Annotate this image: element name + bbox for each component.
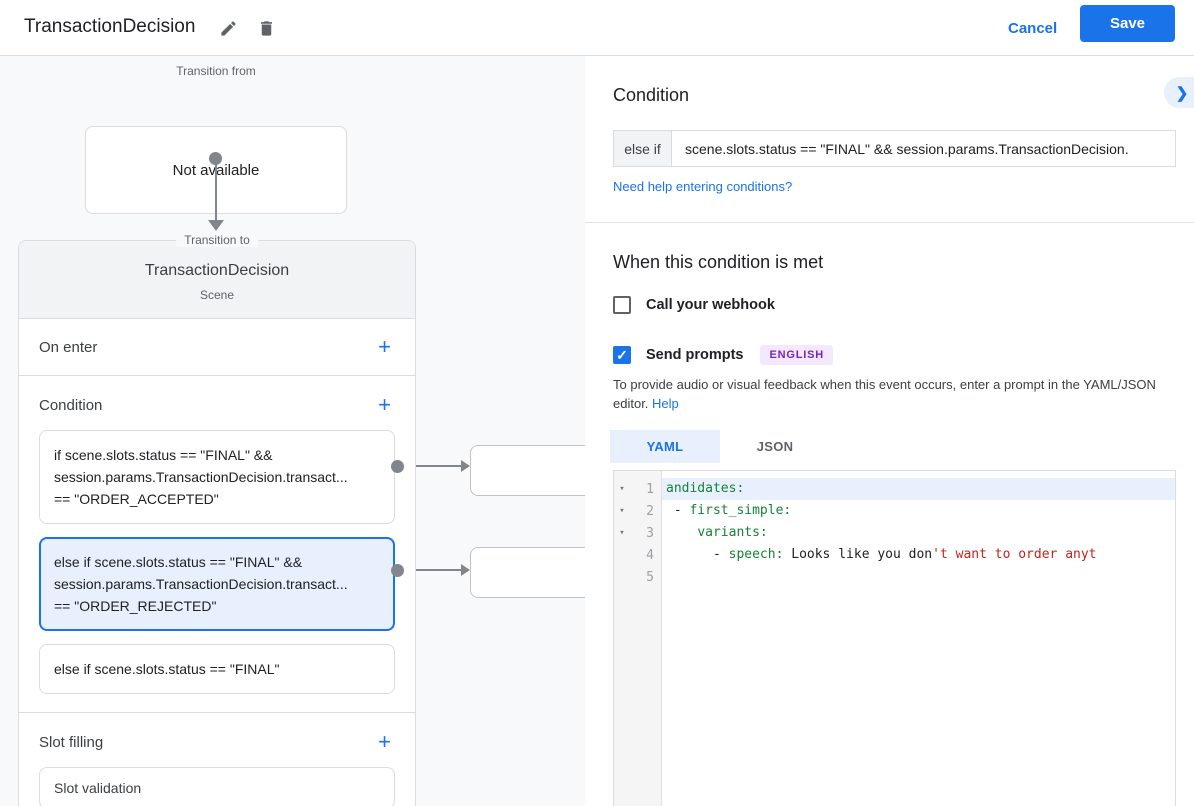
condition-line: == "ORDER_ACCEPTED": [54, 491, 219, 507]
slot-card-label: Slot validation: [54, 780, 142, 796]
scene-node-header[interactable]: TransactionDecision Scene: [19, 241, 415, 319]
send-prompts-checkbox[interactable]: ✓: [613, 346, 631, 364]
top-bar: TransactionDecision Cancel Save: [0, 0, 1194, 56]
panel-title: Condition: [613, 85, 690, 105]
condition-card-accepted[interactable]: if scene.slots.status == "FINAL" && sess…: [39, 430, 395, 524]
line-number: 4: [646, 547, 654, 563]
line-number: 3: [646, 525, 654, 541]
condition-card-final[interactable]: else if scene.slots.status == "FINAL": [39, 644, 395, 694]
edit-title-button[interactable]: [214, 14, 242, 42]
scene-node: TransactionDecision Scene On enter + Con…: [18, 240, 416, 806]
language-badge: ENGLISH: [760, 345, 833, 365]
editor-gutter: ▾ 1 ▾ 2 ▾ 3 4 5: [614, 471, 662, 806]
condition-prefix-label: else if: [613, 130, 672, 167]
add-on-enter-button[interactable]: +: [374, 334, 395, 360]
fold-arrow-icon[interactable]: ▾: [619, 484, 625, 494]
code-line-3: variants:: [662, 522, 1175, 544]
transition-to-label: Transition to: [176, 233, 258, 247]
diagram-canvas: Not available Transition from Transactio…: [0, 56, 600, 806]
webhook-checkbox[interactable]: [613, 296, 631, 314]
condition1-out-dot: [391, 460, 404, 473]
code-token: -: [666, 503, 690, 518]
transition-from-label: Transition from: [168, 64, 264, 78]
condition-expression-input[interactable]: [672, 130, 1176, 167]
send-prompts-row: ✓ Send prompts ENGLISH: [613, 345, 833, 365]
condition-title: Condition: [39, 396, 103, 414]
prompt-description-text: To provide audio or visual feedback when…: [613, 377, 1156, 411]
when-met-title: When this condition is met: [613, 252, 824, 272]
arrow-right-icon: [461, 564, 470, 576]
trash-icon: [260, 20, 272, 36]
fold-arrow-icon[interactable]: ▾: [619, 528, 625, 538]
arrow-down-icon: [208, 220, 224, 231]
slot-filling-section: Slot filling + Slot validation: [19, 713, 415, 806]
condition-line: session.params.TransactionDecision.trans…: [54, 576, 348, 592]
transition-target-node-1[interactable]: [470, 445, 600, 496]
code-line-5: [662, 566, 1175, 588]
send-prompts-label[interactable]: Send prompts: [646, 347, 744, 363]
scene-type: Scene: [199, 288, 235, 302]
yaml-code-editor[interactable]: ▾ 1 ▾ 2 ▾ 3 4 5: [613, 470, 1176, 806]
condition2-connector: [402, 569, 462, 571]
save-button[interactable]: Save: [1080, 5, 1175, 42]
on-enter-section: On enter +: [19, 319, 415, 376]
code-token: 't want to order anyt: [932, 547, 1097, 562]
slot-filling-title: Slot filling: [39, 733, 104, 751]
condition-line: else if scene.slots.status == "FINAL" &&: [54, 554, 303, 570]
add-slot-button[interactable]: +: [374, 729, 395, 755]
condition-input-group: else if: [613, 130, 1176, 167]
fold-arrow-icon[interactable]: ▾: [619, 506, 625, 516]
tab-yaml[interactable]: YAML: [610, 430, 720, 463]
line-number: 2: [646, 503, 654, 519]
transition-target-node-2[interactable]: [470, 547, 600, 598]
condition-detail-panel: Condition ❯ else if Need help entering c…: [585, 56, 1194, 806]
code-token: [666, 525, 697, 540]
code-token: -: [666, 547, 729, 562]
condition2-out-dot: [391, 564, 404, 577]
line-number: 5: [646, 569, 654, 585]
code-line-1: andidates:: [662, 478, 1175, 500]
condition-card-rejected-selected[interactable]: else if scene.slots.status == "FINAL" &&…: [39, 537, 395, 631]
slot-validation-card[interactable]: Slot validation: [39, 767, 395, 806]
chevron-right-icon[interactable]: ❯: [1164, 77, 1194, 108]
code-line-2: - first_simple:: [662, 500, 1175, 522]
condition-line: session.params.TransactionDecision.trans…: [54, 469, 348, 485]
webhook-row: Call your webhook: [613, 296, 775, 314]
cancel-button[interactable]: Cancel: [996, 10, 1069, 46]
conditions-help-link[interactable]: Need help entering conditions?: [613, 179, 793, 194]
on-enter-title: On enter: [39, 338, 98, 356]
prompt-help-link[interactable]: Help: [652, 396, 679, 411]
line-number: 1: [646, 481, 654, 497]
add-condition-button[interactable]: +: [374, 392, 395, 418]
webhook-label[interactable]: Call your webhook: [646, 297, 775, 313]
condition-section: Condition + if scene.slots.status == "FI…: [19, 376, 415, 713]
connector-dot: [209, 152, 222, 165]
code-token: speech:: [728, 547, 784, 562]
editor-code-area[interactable]: andidates: - first_simple: variants: - s…: [662, 471, 1175, 806]
condition-line: if scene.slots.status == "FINAL" &&: [54, 447, 273, 463]
condition-line: == "ORDER_REJECTED": [54, 598, 217, 614]
code-token: variants:: [697, 525, 768, 540]
condition-line: else if scene.slots.status == "FINAL": [54, 661, 280, 677]
condition1-connector: [402, 465, 462, 467]
panel-divider: [585, 222, 1194, 223]
code-token: andidates:: [666, 481, 745, 496]
pencil-icon: [220, 20, 236, 36]
prompt-description: To provide audio or visual feedback when…: [613, 375, 1171, 413]
scene-name: TransactionDecision: [144, 262, 290, 279]
arrow-right-icon: [461, 460, 470, 472]
code-token: first_simple:: [689, 503, 792, 518]
editor-tabs: YAML JSON: [610, 430, 830, 463]
delete-scene-button[interactable]: [252, 14, 280, 42]
connector-line: [215, 158, 217, 222]
code-token: Looks like you don: [783, 547, 933, 562]
page-title: TransactionDecision: [24, 16, 196, 37]
code-line-4: - speech: Looks like you don't want to o…: [662, 544, 1175, 566]
tab-json[interactable]: JSON: [756, 439, 794, 454]
